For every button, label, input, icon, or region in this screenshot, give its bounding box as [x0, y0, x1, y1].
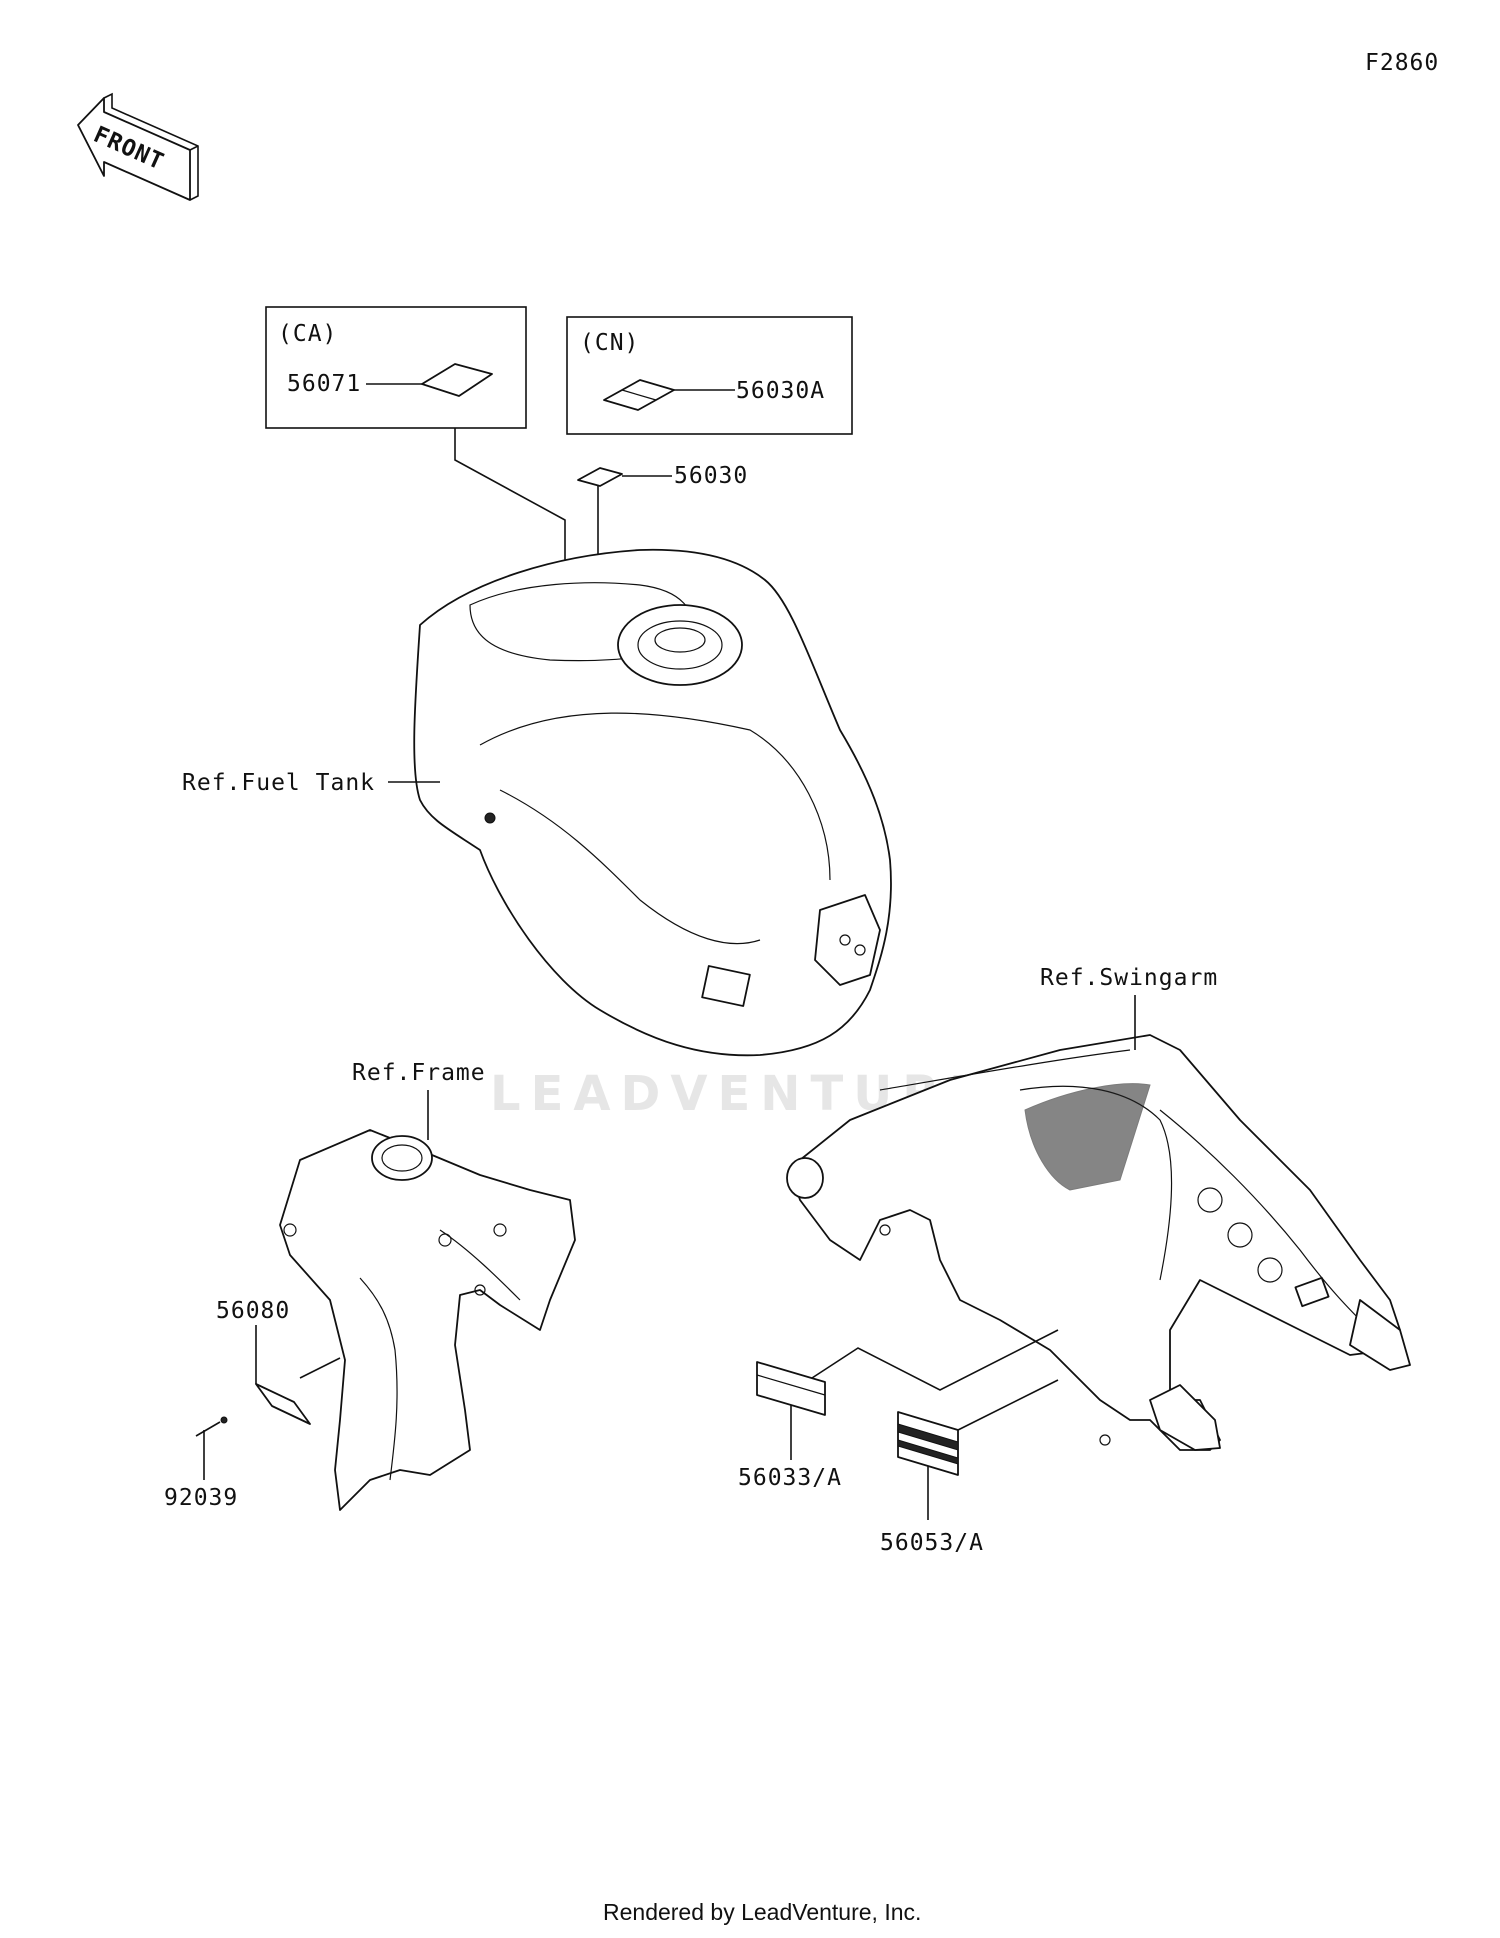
- tank-label-callout: 56030: [577, 463, 748, 600]
- ref-swingarm-label[interactable]: Ref.Swingarm: [1040, 965, 1218, 991]
- swingarm: [786, 1034, 1411, 1451]
- fuel-tank: [413, 548, 892, 1057]
- swingarm-label-b-callout: 56053/A: [880, 1379, 1059, 1556]
- swingarm-label-b-part-number[interactable]: 56053/A: [880, 1530, 984, 1556]
- cn-variant-box: (CN) 56030A: [566, 316, 853, 435]
- frame: [279, 1129, 576, 1511]
- ca-part-number[interactable]: 56071: [287, 371, 361, 397]
- ref-frame-label[interactable]: Ref.Frame: [352, 1060, 486, 1086]
- footer-credit: Rendered by LeadVenture, Inc.: [603, 1899, 921, 1925]
- swingarm-label-a-callout: 56033/A: [738, 1329, 1059, 1491]
- swingarm-sticker-a: [756, 1361, 826, 1416]
- frame-plate-part-number[interactable]: 56080: [216, 1298, 290, 1324]
- tank-label-sticker: [577, 467, 623, 487]
- tank-label-part-number[interactable]: 56030: [674, 463, 748, 489]
- ca-variant-box: (CA) 56071: [265, 306, 566, 595]
- ca-box-title: (CA): [278, 321, 337, 347]
- cn-box-title: (CN): [580, 330, 639, 356]
- frame-plate-callout: 56080 92039: [164, 1298, 341, 1511]
- front-arrow-icon: FRONT: [77, 92, 199, 201]
- ref-fuel-tank-label[interactable]: Ref.Fuel Tank: [182, 770, 375, 796]
- diagram-code: F2860: [1365, 50, 1439, 76]
- swingarm-label-a-part-number[interactable]: 56033/A: [738, 1465, 842, 1491]
- ca-label-sticker: [421, 363, 493, 397]
- cn-part-number[interactable]: 56030A: [736, 378, 825, 404]
- rivet-part-number[interactable]: 92039: [164, 1485, 238, 1511]
- frame-plate: [255, 1383, 311, 1425]
